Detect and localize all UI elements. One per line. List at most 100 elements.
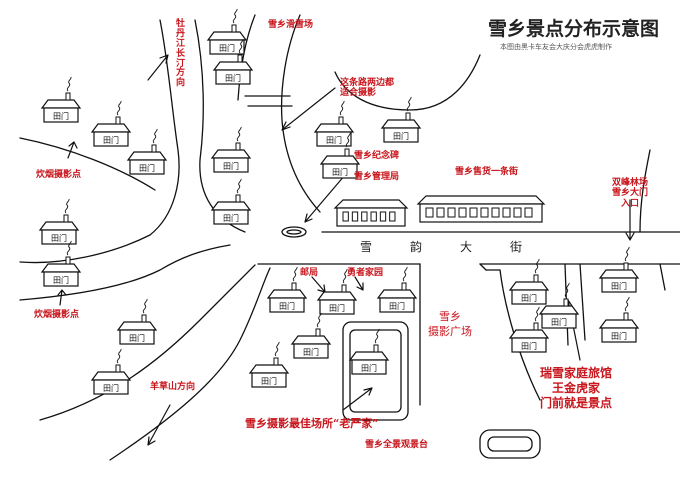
house-sign: 田门 [219, 43, 235, 53]
label-ski: 雪乡滑雪场 [268, 20, 314, 30]
ruixue-note: 瑞雪家庭旅馆 王金虎家 门前就是景点 [540, 366, 612, 411]
photo-plaza-label: 雪乡 摄影广场 [428, 310, 472, 340]
house-icon: 田门 [376, 266, 418, 313]
panorama-platform [479, 429, 541, 459]
house-icon: 田门 [313, 100, 355, 147]
lao-yan-yard-inner [349, 329, 402, 413]
house-sign: 田门 [261, 376, 277, 386]
house-sign: 田门 [551, 317, 567, 327]
house-icon: 田门 [116, 298, 158, 345]
shopping-street-building-row [416, 195, 546, 223]
house-icon: 田门 [380, 96, 422, 143]
house-icon: 田门 [248, 341, 290, 388]
house-sign: 田门 [103, 383, 119, 393]
house-sign: 田门 [223, 213, 239, 223]
house-sign: 田门 [521, 293, 537, 303]
house-sign: 田门 [332, 167, 348, 177]
house-sign: 田门 [393, 131, 409, 141]
label-shopping-street: 雪乡售货一条街 [455, 167, 519, 177]
arrow-gate [625, 199, 635, 241]
house-sign: 田门 [53, 111, 69, 121]
shopping-street-building [333, 195, 546, 227]
river-left-bank [19, 19, 180, 264]
house-sign: 田门 [361, 363, 377, 373]
house-sign: 田门 [389, 301, 405, 311]
label-post-office: 邮局 [300, 268, 319, 278]
arrow-smoke-bottom [57, 289, 67, 306]
road-top-ski [237, 14, 256, 101]
monument-oval [281, 226, 307, 238]
admin-building [333, 199, 409, 227]
road-bottom-left [39, 264, 256, 421]
ruixue-line-1: 瑞雪家庭旅馆 [540, 366, 613, 380]
arrow-bridge-photo [281, 87, 336, 131]
arrow-post [311, 276, 326, 293]
arrow-laoyan [342, 387, 373, 411]
label-bridge-photo: 这条路两边都适合摄影 [340, 78, 395, 99]
arrow-monument [304, 174, 346, 223]
map-subtitle: 本图由黑卡车友会大庆分会虎虎制作 [500, 43, 612, 51]
house-icon: 田门 [266, 266, 308, 313]
arrow-brave [354, 276, 364, 291]
house-sign: 田门 [611, 331, 627, 341]
arrow-yangcao [147, 404, 171, 446]
label-mudanjiang: 牡丹江长汀方向 [176, 19, 186, 89]
road-top-ski-2 [280, 14, 321, 213]
house-sign: 田门 [103, 135, 119, 145]
label-twin-peaks: 双峰林场雪乡大门入口 [611, 178, 648, 209]
lane-right-4 [659, 263, 666, 291]
house-icon: 田门 [210, 126, 252, 173]
street-char-4: 街 [510, 240, 523, 254]
house-icon: 田门 [126, 128, 168, 175]
house-sign: 田门 [611, 281, 627, 291]
map-title: 雪乡景点分布示意图 [488, 18, 660, 40]
road-left-lower [19, 244, 231, 301]
arrow-smoke-top [67, 141, 78, 159]
road-upper-left [19, 137, 156, 191]
ruixue-line-2: 王金虎家 [552, 381, 601, 395]
house-icon: 田门 [40, 240, 82, 287]
house-icon: 田门 [538, 282, 580, 329]
house-icon: 田门 [212, 38, 254, 85]
label-admin: 雪乡管理局 [354, 172, 400, 182]
house-sign: 田门 [223, 161, 239, 171]
house-sign: 田门 [129, 333, 145, 343]
label-panorama: 雪乡全景观景台 [365, 440, 429, 450]
plaza-line-2: 摄影广场 [428, 324, 472, 338]
street-char-3: 大 [460, 240, 473, 254]
road-bottom-left-2 [109, 267, 271, 461]
house-icon: 田门 [206, 8, 248, 55]
house-icon: 田门 [598, 296, 640, 343]
label-smoke-top: 炊烟摄影点 [36, 170, 82, 180]
road-gate [639, 149, 651, 233]
lane-right-2 [579, 263, 586, 341]
house-sign: 田门 [303, 347, 319, 357]
label-yangcao: 羊草山方向 [150, 382, 196, 392]
road-slope [334, 54, 481, 111]
house-icon: 田门 [40, 76, 82, 123]
house-icon: 田门 [90, 100, 132, 147]
house-sign: 田门 [51, 233, 67, 243]
monument-oval-inner [286, 229, 302, 235]
street-char-1: 雪 [360, 240, 373, 254]
house-sign: 田门 [225, 73, 241, 83]
label-brave-home: 勇者家园 [347, 268, 384, 278]
house-sign: 田门 [329, 303, 345, 313]
ruixue-line-3: 门前就是景点 [540, 396, 613, 410]
house-icon: 田门 [319, 132, 361, 179]
house-icon: 田门 [316, 268, 358, 315]
house-icon: 田门 [598, 246, 640, 293]
house-icon: 田门 [290, 312, 332, 359]
house-icon: 田门 [90, 348, 132, 395]
house-icon: 田门 [508, 258, 550, 305]
houses-layer: 田门田门田门田门田门田门田门田门田门田门田门田门田门田门田门田门田门田门田门田门… [38, 8, 640, 395]
house-sign: 田门 [521, 341, 537, 351]
plaza-right-edge [479, 263, 487, 271]
house-icon: 田门 [508, 306, 550, 353]
lao-yan-yard [342, 321, 409, 421]
plaza-line-1: 雪乡 [439, 310, 461, 323]
panorama-platform-inner [487, 436, 533, 452]
house-sign: 田门 [53, 275, 69, 285]
